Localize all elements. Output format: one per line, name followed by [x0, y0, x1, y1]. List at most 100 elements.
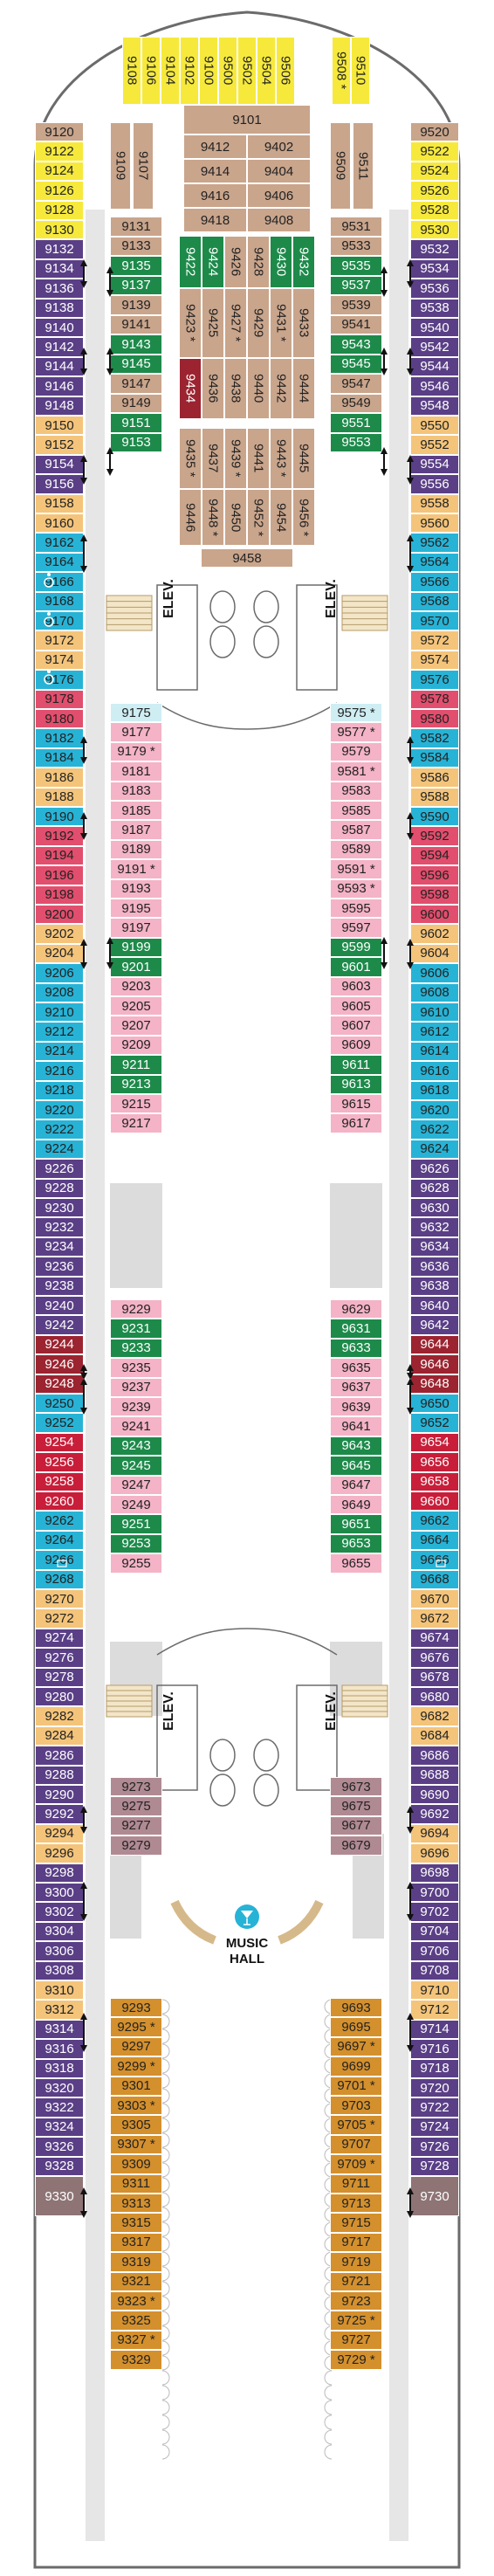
cabin[interactable]: 9599 — [330, 937, 382, 958]
cabin[interactable]: 9504 — [257, 37, 276, 105]
cabin[interactable]: 9284 — [35, 1725, 84, 1746]
cabin[interactable]: 9277 — [110, 1815, 162, 1836]
cabin[interactable]: 9301 — [110, 2076, 162, 2096]
cabin[interactable]: 9708 — [410, 1960, 459, 1980]
cabin[interactable]: 9552 — [410, 435, 459, 455]
cabin[interactable]: 9164 — [35, 552, 84, 573]
cabin[interactable]: 9328 — [35, 2156, 84, 2176]
cabin[interactable]: 9545 — [330, 354, 382, 374]
cabin[interactable]: 9724 — [410, 2117, 459, 2138]
cabin[interactable]: 9134 — [35, 258, 84, 279]
cabin[interactable]: 9203 — [110, 976, 162, 996]
cabin[interactable]: 9695 — [330, 2017, 382, 2037]
cabin[interactable]: 9581 * — [330, 761, 382, 782]
cabin[interactable]: 9664 — [410, 1530, 459, 1551]
cabin[interactable]: 9639 — [330, 1397, 382, 1417]
cabin[interactable]: 9204 — [35, 943, 84, 964]
cabin[interactable]: 9293 — [110, 1998, 162, 2018]
cabin[interactable]: 9682 — [410, 1706, 459, 1726]
cabin[interactable]: 9208 — [35, 982, 84, 1002]
cabin[interactable]: 9249 — [110, 1495, 162, 1515]
cabin[interactable]: 9275 — [110, 1796, 162, 1816]
cabin[interactable]: 9572 — [410, 630, 459, 651]
cabin[interactable]: 9242 — [35, 1315, 84, 1335]
cabin[interactable]: 9253 — [110, 1533, 162, 1554]
cabin[interactable]: 9318 — [35, 2058, 84, 2078]
cabin[interactable]: 9329 — [110, 2350, 162, 2370]
cabin[interactable]: 9641 — [330, 1416, 382, 1436]
cabin[interactable]: 9235 — [110, 1358, 162, 1378]
cabin[interactable]: 9260 — [35, 1491, 84, 1512]
cabin[interactable]: 9718 — [410, 2058, 459, 2078]
cabin[interactable]: 9303 * — [110, 2096, 162, 2116]
cabin[interactable]: 9288 — [35, 1765, 84, 1785]
cabin[interactable]: 9699 — [330, 2056, 382, 2077]
cabin[interactable]: 9436 — [202, 358, 224, 419]
cabin[interactable]: 9576 — [410, 670, 459, 690]
cabin[interactable]: 9704 — [410, 1921, 459, 1942]
cabin[interactable]: 9431 * — [270, 288, 292, 358]
cabin[interactable]: 9574 — [410, 650, 459, 671]
cabin[interactable]: 9712 — [410, 2000, 459, 2020]
cabin[interactable]: 9728 — [410, 2156, 459, 2176]
cabin[interactable]: 9131 — [110, 217, 162, 237]
cabin[interactable]: 9148 — [35, 396, 84, 416]
cabin[interactable]: 9286 — [35, 1746, 84, 1766]
cabin[interactable]: 9597 — [330, 918, 382, 938]
cabin[interactable]: 9313 — [110, 2194, 162, 2214]
cabin[interactable]: 9141 — [110, 314, 162, 334]
cabin[interactable]: 9206 — [35, 963, 84, 983]
cabin[interactable]: 9660 — [410, 1491, 459, 1512]
cabin[interactable]: 9302 — [35, 1902, 84, 1922]
cabin[interactable]: 9556 — [410, 474, 459, 494]
cabin[interactable]: 9616 — [410, 1061, 459, 1081]
cabin[interactable]: 9578 — [410, 689, 459, 709]
cabin[interactable]: 9133 — [110, 236, 162, 256]
cabin[interactable]: 9544 — [410, 356, 459, 377]
cabin[interactable]: 9717 — [330, 2232, 382, 2253]
cabin[interactable]: 9635 — [330, 1358, 382, 1378]
cabin[interactable]: 9298 — [35, 1863, 84, 1883]
cabin[interactable]: 9319 — [110, 2252, 162, 2272]
cabin[interactable]: 9642 — [410, 1315, 459, 1335]
cabin[interactable]: 9276 — [35, 1648, 84, 1668]
cabin[interactable]: 9693 — [330, 1998, 382, 2018]
cabin[interactable]: 9594 — [410, 845, 459, 866]
cabin[interactable]: 9158 — [35, 493, 84, 513]
cabin[interactable]: 9452 * — [247, 489, 270, 546]
cabin[interactable]: 9588 — [410, 787, 459, 807]
cabin[interactable]: 9456 * — [292, 489, 315, 546]
cabin[interactable]: 9713 — [330, 2194, 382, 2214]
cabin[interactable]: 9702 — [410, 1902, 459, 1922]
cabin[interactable]: 9554 — [410, 454, 459, 475]
cabin[interactable]: 9177 — [110, 722, 162, 742]
cabin[interactable]: 9607 — [330, 1016, 382, 1036]
cabin[interactable]: 9122 — [35, 141, 84, 162]
cabin[interactable]: 9710 — [410, 1980, 459, 2001]
cabin[interactable]: 9598 — [410, 885, 459, 905]
cabin[interactable]: 9450 — [224, 489, 247, 546]
cabin[interactable]: 9647 — [330, 1475, 382, 1495]
cabin[interactable]: 9199 — [110, 937, 162, 958]
cabin[interactable]: 9126 — [35, 181, 84, 201]
cabin[interactable]: 9107 — [133, 122, 154, 210]
cabin[interactable]: 9137 — [110, 275, 162, 295]
cabin[interactable]: 9564 — [410, 552, 459, 573]
cabin[interactable]: 9202 — [35, 924, 84, 944]
cabin[interactable]: 9266 — [35, 1550, 84, 1570]
cabin[interactable]: 9406 — [247, 183, 311, 208]
cabin[interactable]: 9174 — [35, 650, 84, 671]
cabin[interactable]: 9601 — [330, 957, 382, 977]
cabin[interactable]: 9143 — [110, 334, 162, 355]
cabin[interactable]: 9175 — [110, 703, 162, 723]
cabin[interactable]: 9290 — [35, 1785, 84, 1805]
cabin[interactable]: 9655 — [330, 1553, 382, 1574]
cabin[interactable]: 9624 — [410, 1139, 459, 1160]
cabin[interactable]: 9553 — [330, 432, 382, 452]
cabin[interactable]: 9706 — [410, 1941, 459, 1961]
cabin[interactable]: 9156 — [35, 474, 84, 494]
cabin[interactable]: 9120 — [35, 122, 84, 142]
cabin[interactable]: 9139 — [110, 295, 162, 315]
cabin[interactable]: 9280 — [35, 1687, 84, 1707]
cabin[interactable]: 9327 * — [110, 2330, 162, 2351]
